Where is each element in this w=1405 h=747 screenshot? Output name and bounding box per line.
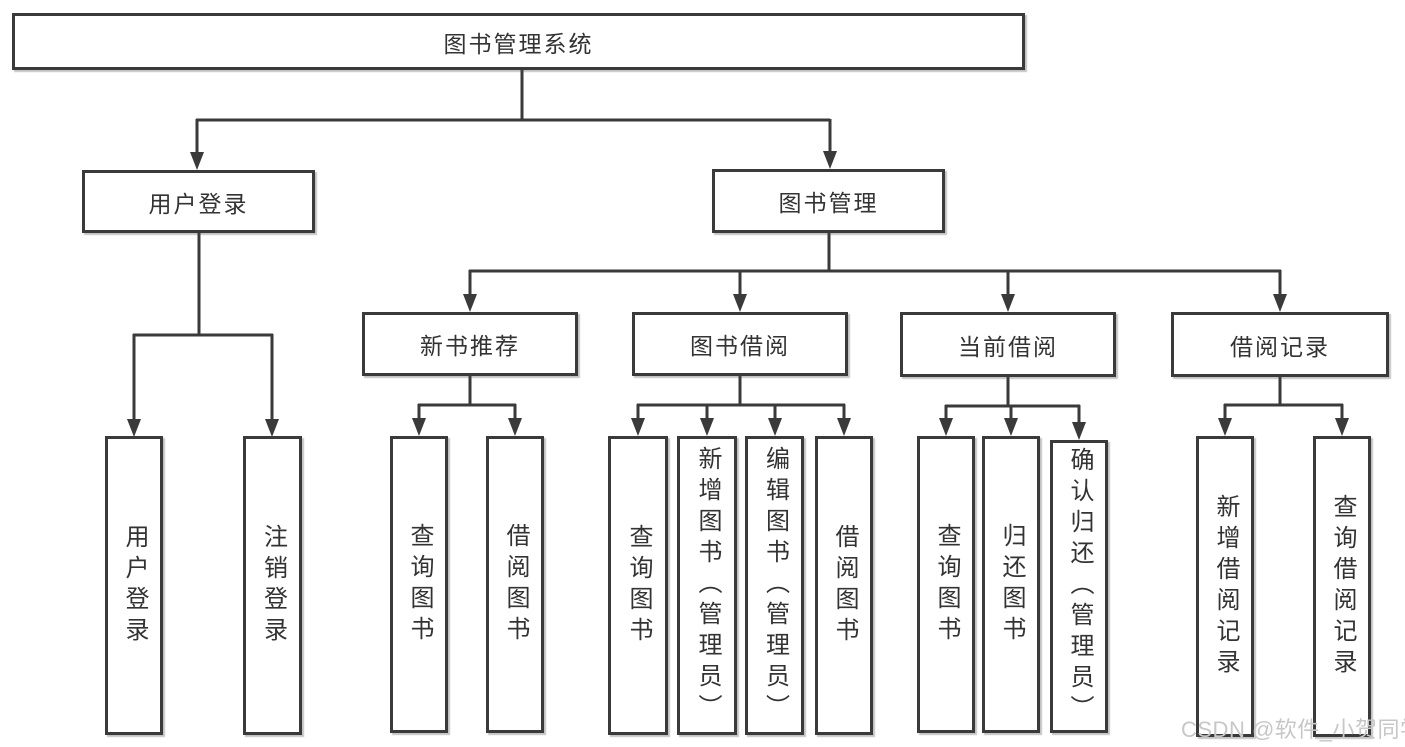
leaf-borrowing-add-books-admin: 新增图书（管理员） <box>677 436 737 735</box>
node-new-book-recommend: 新书推荐 <box>362 312 578 376</box>
leaf-current-query-books: 查询图书 <box>917 436 975 733</box>
node-book-borrowing: 图书借阅 <box>632 312 848 376</box>
leaf-borrowing-borrow-books: 借阅图书 <box>815 436 873 735</box>
leaf-borrowing-query-books: 查询图书 <box>608 436 668 735</box>
leaf-records-add-record: 新增借阅记录 <box>1196 436 1254 737</box>
leaf-current-confirm-return-admin: 确认归还（管理员） <box>1050 440 1108 733</box>
leaf-records-query-record: 查询借阅记录 <box>1313 436 1371 737</box>
leaf-newbook-query-books: 查询图书 <box>390 436 448 733</box>
leaf-newbook-borrow-books: 借阅图书 <box>486 436 544 733</box>
node-book-management: 图书管理 <box>712 169 945 233</box>
node-current-borrowing: 当前借阅 <box>900 312 1116 377</box>
csdn-watermark: CSDN @软件_小贺同学 <box>1181 717 1405 742</box>
leaf-current-return-books: 归还图书 <box>982 436 1040 733</box>
leaf-user-login: 用户登录 <box>105 436 163 735</box>
node-root-system: 图书管理系统 <box>12 13 1025 70</box>
node-user-login: 用户登录 <box>82 170 315 233</box>
leaf-borrowing-edit-books-admin: 编辑图书（管理员） <box>745 436 804 735</box>
node-borrowing-records: 借阅记录 <box>1171 312 1389 377</box>
leaf-logout: 注销登录 <box>243 436 302 735</box>
